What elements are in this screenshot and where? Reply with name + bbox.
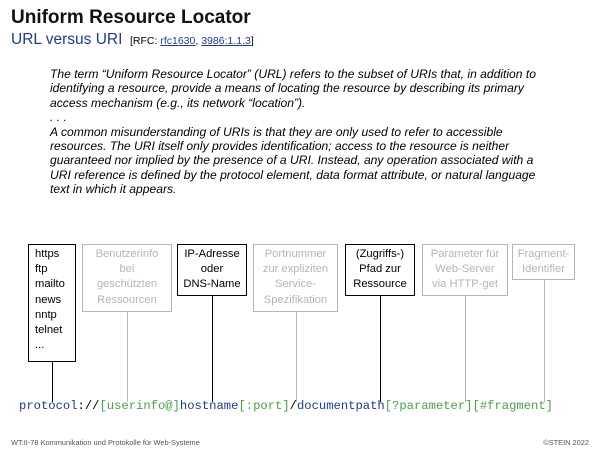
- box-line: https: [35, 248, 60, 260]
- box-line: (Zugriffs-): [355, 248, 405, 260]
- rfc-separator: ,: [195, 35, 202, 47]
- quote-ellipsis: . . .: [50, 110, 67, 125]
- box-line: Spezifikation: [263, 293, 328, 306]
- url-parameter: [?parameter]: [384, 399, 473, 413]
- box-line: DNS-Name: [183, 278, 241, 291]
- box-line: zur expliziten: [262, 263, 329, 276]
- box-line: bei: [119, 263, 135, 276]
- slide-title: Uniform Resource Locator: [11, 7, 251, 28]
- rfc-prefix: [RFC:: [130, 35, 161, 47]
- box-line: Ressourcen: [97, 293, 157, 306]
- box-line: news: [35, 293, 62, 306]
- box-line: Fragment-: [517, 248, 570, 260]
- box-line: ...: [35, 339, 45, 352]
- rfc-quote: The term “Uniform Resource Locator” (URL…: [50, 67, 550, 197]
- rfc1630-link[interactable]: rfc1630: [160, 35, 196, 47]
- box-line: Parameter für: [430, 248, 500, 260]
- box-line: nntp: [35, 308, 57, 321]
- url-hostname: hostname: [179, 399, 239, 413]
- box-line: geschützten: [96, 278, 158, 291]
- box-line: Portnummer: [264, 248, 327, 260]
- footer-right: ©STEIN 2022: [543, 438, 589, 447]
- slide-subtitle: URL versus URI: [11, 31, 123, 48]
- footer-left: WT:II-78 Kommunikation und Protokolle fü…: [11, 438, 200, 447]
- box-line: Ressource: [353, 278, 407, 291]
- rfc-suffix: ]: [250, 35, 254, 47]
- fragment-box: Fragment- Identifier: [512, 244, 575, 280]
- box-line: Pfad zur: [359, 263, 401, 276]
- box-line: oder: [200, 263, 224, 276]
- url-path-separator: /: [289, 399, 297, 413]
- box-line: telnet: [35, 324, 63, 337]
- url-fragment: [#fragment]: [472, 399, 553, 413]
- box-line: Identifier: [522, 263, 565, 276]
- box-line: IP-Adresse: [184, 248, 240, 260]
- box-line: Service-: [274, 278, 317, 291]
- url-userinfo: [userinfo@]: [99, 399, 180, 413]
- box-line: Benutzerinfo: [95, 248, 159, 260]
- url-scheme-separator: ://: [77, 399, 100, 413]
- url-protocol: protocol: [19, 399, 78, 413]
- rfc3986-link[interactable]: 3986:1.1.3: [201, 35, 251, 47]
- box-line: via HTTP-get: [432, 278, 498, 291]
- quote-paragraph-1: The term “Uniform Resource Locator” (URL…: [50, 67, 536, 110]
- box-line: mailto: [35, 278, 65, 291]
- protocol-box: https ftp mailto news nntp telnet...: [28, 244, 76, 362]
- box-line: Web-Server: [435, 263, 495, 276]
- box-line: ftp: [35, 263, 48, 276]
- url-syntax: protocol://[userinfo@]hostname[:port]/do…: [19, 399, 553, 413]
- rfc-reference: [RFC: rfc1630, 3986:1.1.3]: [130, 35, 254, 47]
- url-port: [:port]: [238, 399, 290, 413]
- quote-paragraph-2: A common misunderstanding of URIs is tha…: [50, 124, 536, 197]
- url-documentpath: documentpath: [296, 399, 385, 413]
